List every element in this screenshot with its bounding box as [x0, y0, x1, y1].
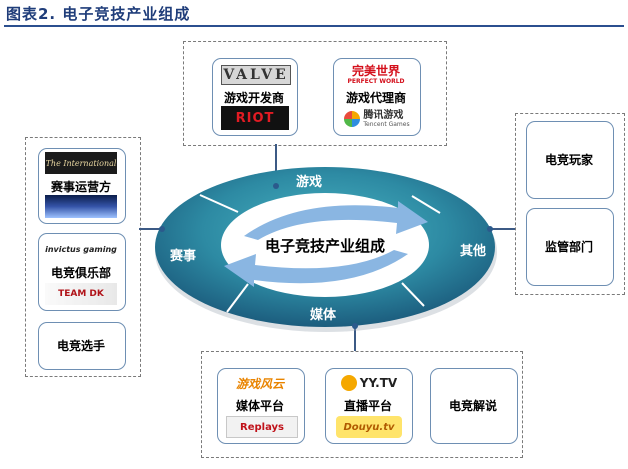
- regulator-label: 监管部门: [544, 240, 593, 254]
- other-group: [515, 113, 625, 295]
- tencent-logo-en: Tencent Games: [363, 120, 410, 128]
- valve-logo-text: VALVE: [223, 67, 289, 83]
- yy-tv-logo: YY.TV: [334, 372, 404, 394]
- title-divider: [4, 25, 624, 27]
- perfect-world-logo-en: PERFECT WORLD: [347, 77, 405, 85]
- club-label: 电竞俱乐部: [50, 266, 111, 280]
- invictus-gaming-logo-text: invictus gaming: [45, 244, 117, 254]
- invictus-gaming-logo: invictus gaming: [45, 238, 117, 260]
- other-dot: [487, 226, 493, 232]
- fans-label: 电竞玩家: [544, 153, 593, 167]
- regulator-card: [526, 208, 614, 286]
- perfect-world-logo: 完美世界 PERFECT WORLD: [340, 63, 412, 87]
- event-operator-label: 赛事运营方: [50, 180, 111, 194]
- figure-title: 图表2. 电子竞技产业组成: [6, 5, 191, 23]
- perfect-world-logo-cn: 完美世界: [351, 63, 400, 78]
- event-stage-image: [45, 195, 117, 218]
- game-agent-label: 游戏代理商: [345, 91, 406, 105]
- center-label: 电子竞技产业组成: [264, 237, 385, 255]
- media-connector: [354, 326, 356, 351]
- player-label: 电竞选手: [56, 339, 105, 353]
- ring-label-media: 媒体: [309, 308, 336, 323]
- valve-logo: VALVE: [221, 65, 291, 85]
- commentary-card: [430, 368, 518, 444]
- events-dot: [159, 226, 165, 232]
- cycle-arrow-bottom: [224, 250, 408, 287]
- games-dot: [273, 183, 279, 189]
- youxifengyun-logo-text: 游戏风云: [235, 376, 284, 391]
- fans-card: [526, 121, 614, 199]
- ring-label-other: 其他: [459, 244, 486, 259]
- games-group: [183, 41, 447, 146]
- cycle-arrow-top: [244, 201, 428, 240]
- tencent-logo-mark: [344, 111, 361, 127]
- media-group: [201, 351, 523, 458]
- yy-logo-mark: [340, 375, 357, 391]
- player-card: [38, 322, 126, 370]
- douyu-logo: Douyu.tv: [336, 416, 402, 438]
- game-developer-label: 游戏开发商: [223, 91, 284, 105]
- replays-logo-text: Replays: [240, 421, 284, 433]
- media-platform-label: 媒体平台: [235, 399, 284, 413]
- tencent-games-logo: 腾讯游戏 Tencent Games: [340, 107, 414, 131]
- commentary-label: 电竞解说: [448, 399, 497, 413]
- yy-tv-logo-text: YY.TV: [359, 376, 398, 390]
- riot-logo-text: RIOT: [235, 110, 275, 126]
- replays-logo: Replays: [226, 416, 298, 438]
- events-connector: [139, 228, 163, 230]
- media-dot: [352, 323, 358, 329]
- live-platform-label: 直播平台: [343, 399, 392, 413]
- ring-divider: [411, 195, 441, 214]
- other-connector: [490, 228, 515, 230]
- tencent-logo-cn: 腾讯游戏: [363, 109, 404, 121]
- games-connector: [275, 144, 277, 186]
- ring-divider: [226, 283, 249, 313]
- youxifengyun-logo: 游戏风云: [224, 372, 296, 394]
- the-international-logo: The International: [45, 152, 117, 174]
- ring-label-games: 游戏: [295, 175, 322, 190]
- events-group: [25, 137, 141, 377]
- ring-label-events: 赛事: [169, 249, 196, 264]
- douyu-logo-text: Douyu.tv: [343, 421, 395, 433]
- team-dk-logo: TEAM DK: [45, 283, 117, 305]
- the-international-logo-text: The International: [45, 158, 117, 168]
- ring-divider: [199, 194, 239, 213]
- ring-divider: [401, 282, 425, 307]
- riot-logo: RIOT: [221, 106, 289, 130]
- team-dk-logo-text: TEAM DK: [58, 289, 104, 299]
